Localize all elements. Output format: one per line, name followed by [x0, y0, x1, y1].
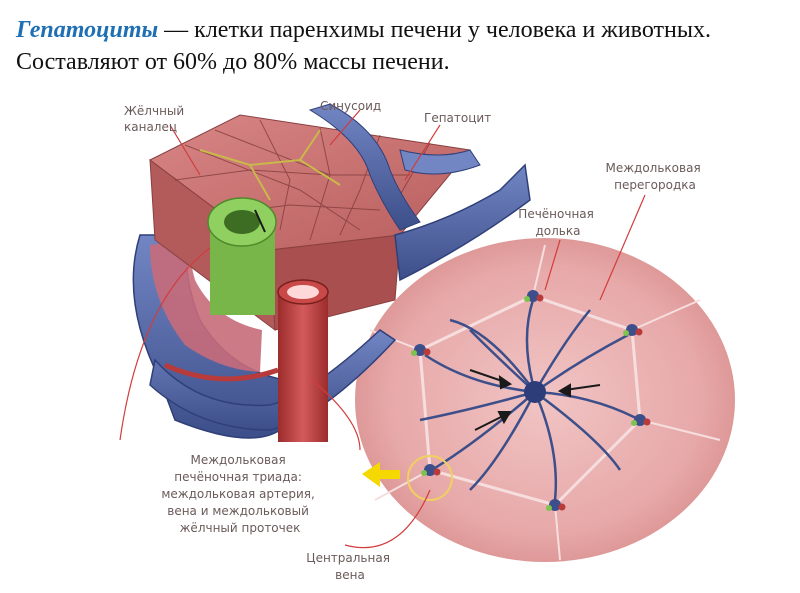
- central-vein: [524, 381, 546, 403]
- label-hepatic-lobule: Печёночная долька: [518, 207, 597, 238]
- label-hepatocyte: Гепатоцит: [424, 111, 491, 125]
- label-interlobular-septum: Междольковая перегородка: [606, 161, 705, 192]
- label-sinusoid: Синусоид: [320, 99, 381, 113]
- bile-duct: [208, 198, 276, 315]
- label-portal-triad: Междольковая печёночная триада: междольк…: [161, 453, 318, 535]
- label-bile-canaliculus: Жёлчный каналец: [124, 104, 188, 134]
- hepatic-lobule: [355, 238, 735, 562]
- label-central-vein: Центральная вена: [306, 551, 394, 582]
